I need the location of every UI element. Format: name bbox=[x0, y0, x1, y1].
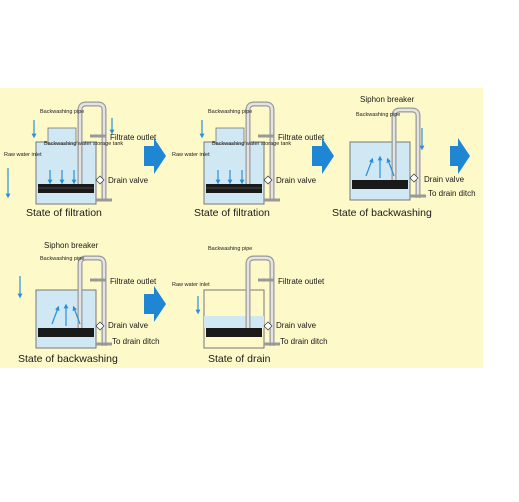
label-backwashing-pipe: Backwashing pipe bbox=[356, 112, 400, 118]
label-backwashing-pipe: Backwashing pipe bbox=[40, 109, 84, 115]
drain-valve-icon bbox=[263, 175, 273, 185]
label-siphon-breaker: Siphon breaker bbox=[44, 241, 99, 250]
diagram-filtration-2: Backwashing pipe Raw water inlet Backwas… bbox=[172, 101, 325, 219]
drain-valve-icon bbox=[263, 321, 273, 331]
label-backwashing-pipe: Backwashing pipe bbox=[208, 109, 252, 115]
label-filtrate-outlet: Filtrate outlet bbox=[278, 133, 325, 142]
label-raw-water-inlet: Raw water inlet bbox=[172, 152, 210, 158]
label-siphon-breaker: Siphon breaker bbox=[360, 95, 415, 104]
diagram-backwashing-1: Siphon breaker Backwashing pipe Drain va… bbox=[332, 95, 476, 219]
drain-valve-icon bbox=[95, 321, 105, 331]
label-raw-water-inlet: Raw water inlet bbox=[172, 282, 210, 288]
caption-5: State of drain bbox=[208, 353, 271, 365]
diagram-drain: Backwashing pipe Raw water inlet Filtrat… bbox=[172, 246, 328, 365]
filter-media bbox=[38, 184, 94, 193]
label-drain-valve: Drain valve bbox=[424, 175, 465, 184]
filter-process-diagram: Backwashing pipe Raw water inlet Backwas… bbox=[4, 95, 476, 365]
storage-tank bbox=[47, 127, 77, 145]
next-stage-arrow-3 bbox=[450, 138, 470, 174]
next-stage-arrow-1 bbox=[144, 138, 166, 174]
diagram-backwashing-2: Siphon breaker Backwashing pipe Filtrate… bbox=[17, 241, 160, 365]
label-storage-tank: Backwashing water storage tank bbox=[44, 141, 123, 147]
label-filtrate-outlet: Filtrate outlet bbox=[110, 277, 157, 286]
diagram-panel: Backwashing pipe Raw water inlet Backwas… bbox=[0, 88, 483, 368]
label-backwashing-pipe: Backwashing pipe bbox=[208, 246, 252, 252]
label-raw-water-inlet: Raw water inlet bbox=[4, 152, 42, 158]
label-storage-tank: Backwashing water storage tank bbox=[212, 141, 291, 147]
next-stage-arrow-2 bbox=[312, 138, 334, 174]
label-to-drain-ditch: To drain ditch bbox=[280, 337, 328, 346]
label-filtrate-outlet: Filtrate outlet bbox=[110, 133, 157, 142]
caption-3: State of backwashing bbox=[332, 207, 432, 219]
label-drain-valve: Drain valve bbox=[108, 176, 149, 185]
label-backwashing-pipe: Backwashing pipe bbox=[40, 256, 84, 262]
drain-valve-icon bbox=[95, 175, 105, 185]
label-drain-valve: Drain valve bbox=[276, 321, 317, 330]
diagram-filtration-1: Backwashing pipe Raw water inlet Backwas… bbox=[4, 101, 157, 219]
caption-2: State of filtration bbox=[194, 207, 270, 219]
caption-4: State of backwashing bbox=[18, 353, 118, 365]
caption-1: State of filtration bbox=[26, 207, 102, 219]
filter-tank bbox=[35, 141, 97, 205]
label-to-drain-ditch: To drain ditch bbox=[428, 189, 476, 198]
next-stage-arrow-4 bbox=[144, 286, 166, 322]
label-drain-valve: Drain valve bbox=[108, 321, 149, 330]
label-filtrate-outlet: Filtrate outlet bbox=[278, 277, 325, 286]
label-drain-valve: Drain valve bbox=[276, 176, 317, 185]
label-to-drain-ditch: To drain ditch bbox=[112, 337, 160, 346]
drain-valve-icon bbox=[409, 173, 419, 183]
